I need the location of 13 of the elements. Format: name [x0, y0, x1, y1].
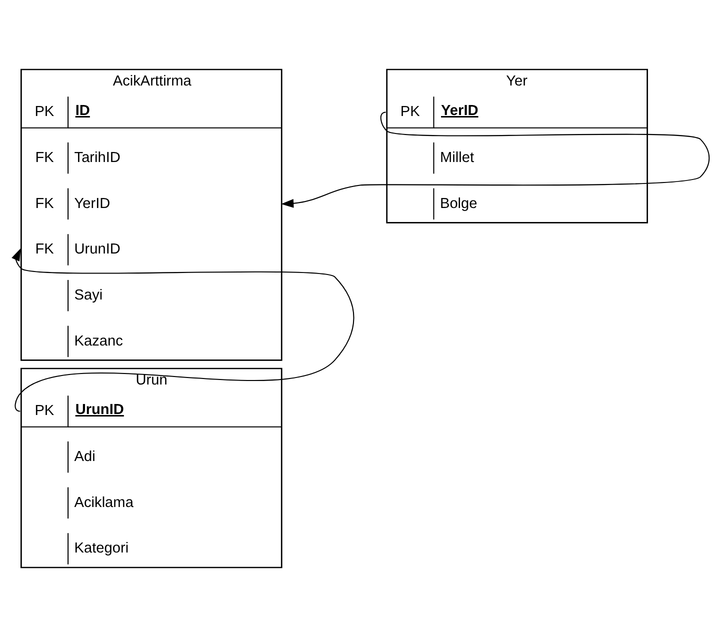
node-text: FK TarihID — [35, 149, 120, 166]
node-text: Adi — [74, 448, 96, 464]
node-text: FK YerID — [35, 195, 110, 212]
node-text: Sayi — [74, 286, 103, 303]
node-text: PK ID — [34, 102, 90, 120]
node-text: Bolge — [440, 195, 478, 212]
node-text: FK UrunID — [35, 241, 120, 258]
node-text: PK YerID — [400, 102, 478, 120]
node-text: Kazanc — [74, 332, 123, 349]
node-text: Millet — [440, 149, 474, 166]
node-text: Aciklama — [74, 494, 134, 510]
node-text: PK UrunID — [34, 402, 124, 419]
node-text: Kategori — [74, 540, 129, 556]
